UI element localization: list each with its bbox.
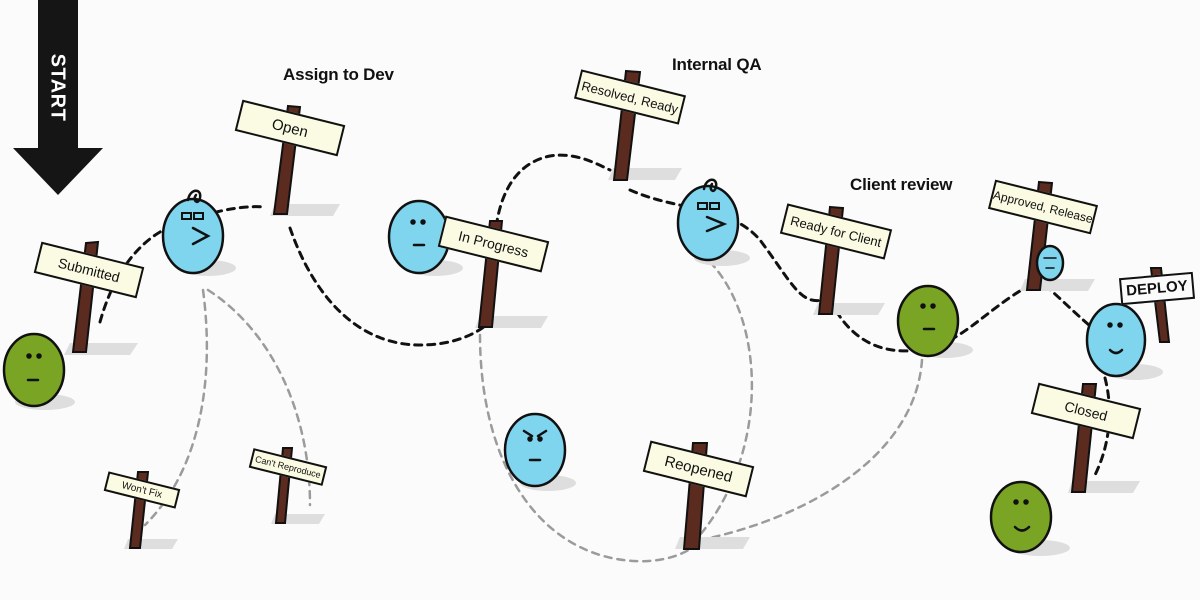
main-path-open-to-inprogress (288, 226, 497, 347)
title-assign-to-dev: Assign to Dev (283, 65, 394, 84)
brow (522, 429, 534, 438)
glasses (697, 202, 708, 210)
hair (702, 178, 718, 193)
start-label: START (46, 53, 69, 121)
eye (920, 303, 926, 309)
glasses (709, 202, 720, 210)
eye (36, 353, 42, 359)
eye (930, 303, 936, 309)
blob-green-client (896, 284, 960, 358)
eye (527, 436, 533, 442)
mouth (191, 226, 211, 246)
blob-blue-deploy (1085, 302, 1147, 378)
brow (536, 429, 548, 438)
eye (410, 219, 416, 225)
blob-blue-reopen (503, 412, 567, 488)
smile (1013, 525, 1031, 532)
title-client-review: Client review (850, 175, 953, 194)
eye (1107, 322, 1113, 328)
glasses (193, 212, 204, 220)
blob-blue-qa (676, 184, 740, 262)
mouth (705, 215, 728, 233)
alt-path-inprogress-to-reopened (478, 333, 702, 563)
eye (1013, 499, 1019, 505)
hair (186, 189, 202, 204)
blob-blue-assign (161, 197, 225, 275)
main-path-approved-to-deploy (1043, 283, 1097, 332)
eye (1023, 499, 1029, 505)
blob-green-start (2, 332, 66, 408)
eye (26, 353, 32, 359)
glasses (181, 212, 192, 220)
eye (537, 436, 543, 442)
smile (1108, 348, 1124, 355)
eye (420, 219, 426, 225)
alt-path-resolved-to-reopened (698, 260, 754, 537)
main-path-resolved-to-readyclient (628, 188, 824, 303)
blob-green-closed (989, 480, 1053, 554)
title-internal-qa: Internal QA (672, 55, 762, 74)
eye (1117, 322, 1123, 328)
alt-path-readyclient-to-reopened (698, 358, 924, 542)
start-arrow (13, 0, 103, 195)
blob-blue-small (1035, 244, 1065, 282)
